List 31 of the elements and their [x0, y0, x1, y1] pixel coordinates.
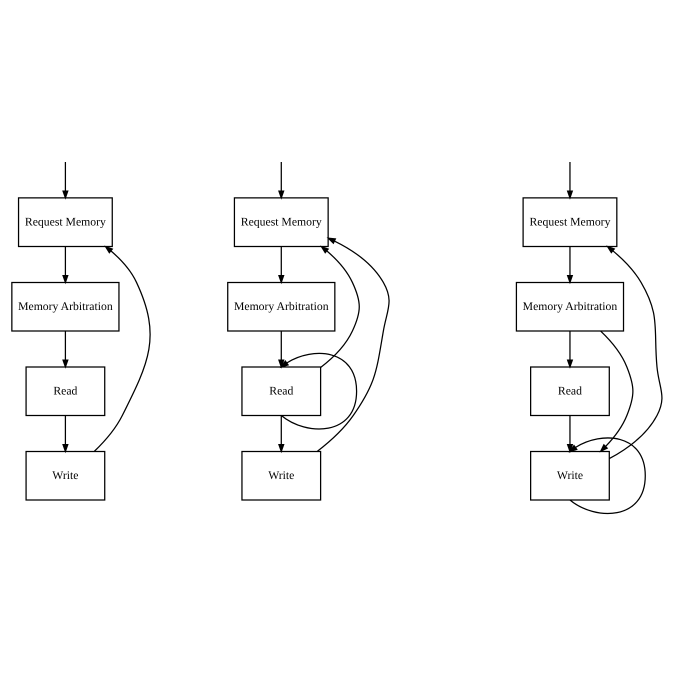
arrow	[599, 330, 634, 452]
arrow	[566, 415, 574, 453]
arrow	[62, 330, 69, 368]
node-box: Write	[530, 450, 610, 500]
arrow	[320, 244, 360, 368]
arrow	[62, 246, 69, 284]
arrow	[278, 330, 285, 368]
arrow	[94, 244, 151, 452]
node-box: Request Memory	[18, 196, 113, 247]
node-box: Read	[25, 366, 106, 416]
node-box: Write	[25, 450, 106, 500]
node-box: Memory Arbitration	[516, 281, 624, 332]
arrow	[568, 436, 646, 514]
node-box: Read	[530, 366, 610, 416]
arrow	[278, 246, 285, 284]
arrow	[62, 415, 69, 453]
arrow	[566, 330, 574, 368]
arrow	[566, 246, 574, 284]
arrow	[606, 244, 663, 459]
arrow	[566, 162, 574, 200]
arrow	[278, 415, 285, 453]
node-box: Request Memory	[234, 196, 329, 247]
node-box: Request Memory	[522, 196, 618, 247]
node-box: Memory Arbitration	[227, 281, 336, 332]
arrow	[280, 352, 358, 430]
arrow	[317, 236, 390, 452]
node-box: Write	[241, 450, 322, 500]
arrow	[62, 162, 69, 200]
node-box: Memory Arbitration	[11, 281, 120, 332]
node-box: Read	[241, 366, 322, 416]
arrow	[278, 162, 285, 200]
